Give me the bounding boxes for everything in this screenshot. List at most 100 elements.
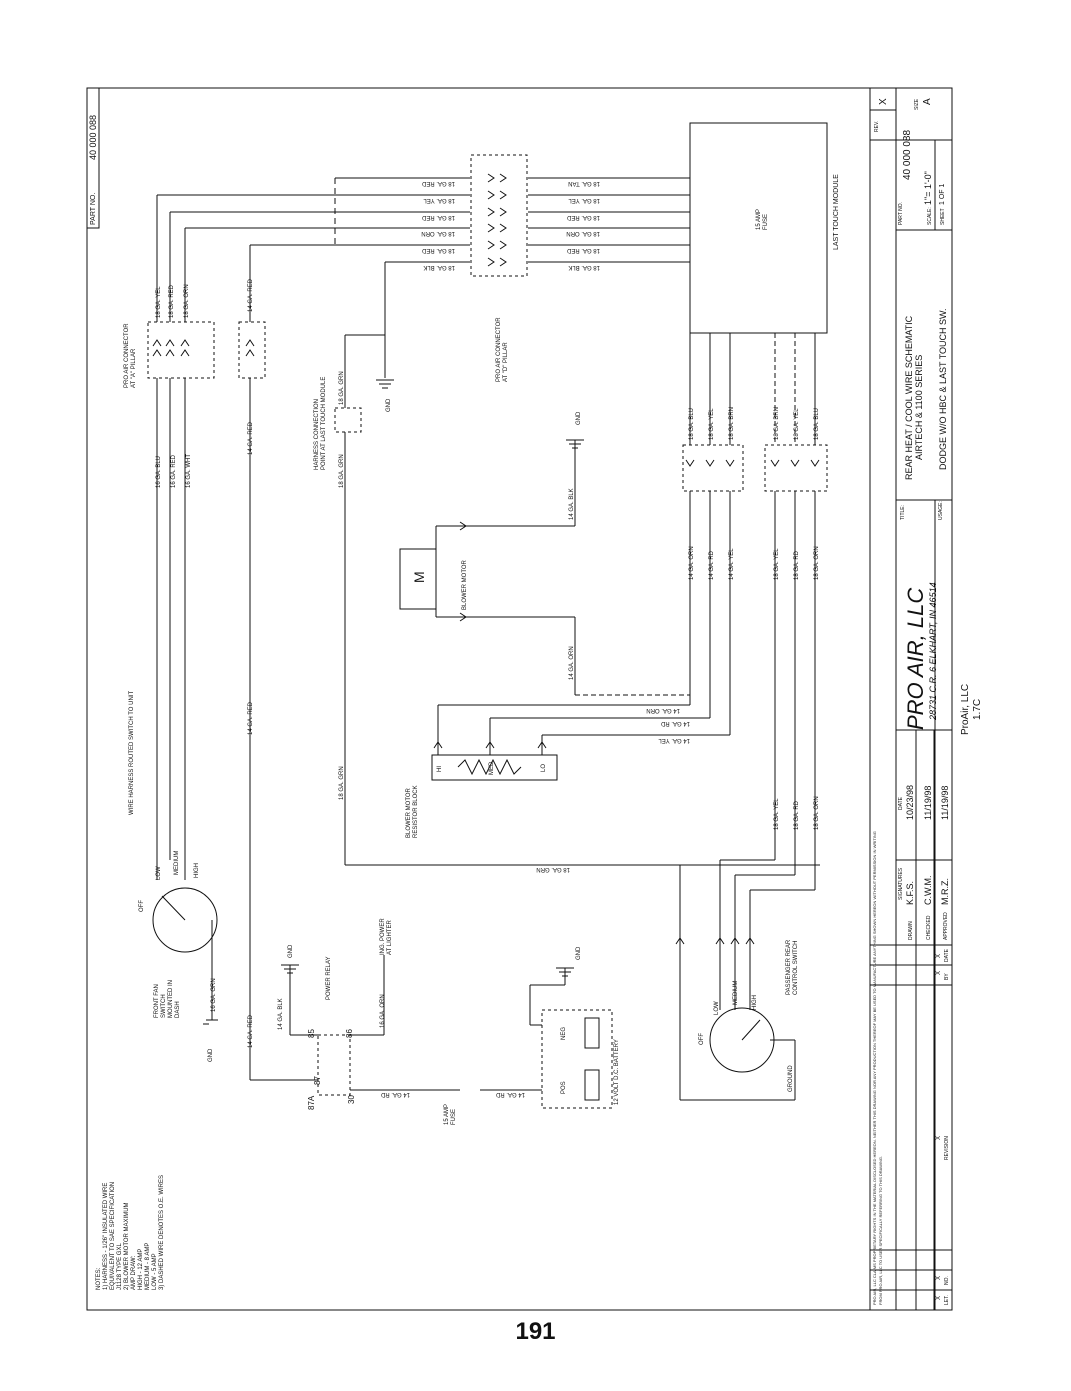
inline-fuse-label-1: 15 AMP xyxy=(444,1104,450,1125)
resistor-block xyxy=(431,754,558,781)
power-relay-label: POWER RELAY xyxy=(326,956,332,1000)
wire-label: 18 GA. YEL xyxy=(709,408,715,440)
company-address: 28731 C.R. 6 ELKHART, IN 46514 xyxy=(928,582,938,721)
signature-header: SIGNATURES xyxy=(898,867,904,900)
last-touch-module-label: LAST TOUCH MODULE xyxy=(833,174,840,250)
front-switch-low: LOW xyxy=(156,866,162,880)
front-switch-label-3: MOUNTED IN xyxy=(168,980,174,1018)
wire-label: 14 GA. RD xyxy=(660,720,690,726)
wire-label: 14 GA. RD xyxy=(380,1091,410,1097)
wire-label: 18 GA. BLU xyxy=(689,408,695,440)
rear-switch-label-1: PASSENGER REAR xyxy=(786,939,792,995)
wire-label: 16 GA. GRN xyxy=(211,978,217,1012)
page-number: 191 xyxy=(515,1318,556,1345)
wire-label: 14 GA. YEL xyxy=(729,548,735,580)
part-no-box xyxy=(86,87,100,229)
wire-label: 14 GA. RD xyxy=(709,550,715,580)
part-no-label: PART NO. xyxy=(90,193,97,225)
front-switch-medium: MEDIUM xyxy=(174,851,180,875)
rear-switch-low: LOW xyxy=(714,1001,720,1015)
wire-label: 18 GA. ORN xyxy=(566,230,600,236)
wire-label: 18 GA. GRN xyxy=(339,766,345,800)
scale-label: SCALE: xyxy=(927,207,933,225)
wire-label: 18 GA. RED xyxy=(169,284,175,318)
wire-label: 18 GA. ORN xyxy=(421,230,455,236)
size-label: SIZE xyxy=(914,98,920,110)
sig-name: C.W.M. xyxy=(923,876,933,906)
module-fuse-label-2: FUSE xyxy=(763,214,769,230)
blower-motor-label: BLOWER MOTOR xyxy=(462,559,468,610)
rev-value: X xyxy=(878,98,889,105)
resistor-tap-med: MED xyxy=(489,761,495,775)
sig-role: DRAWN xyxy=(908,921,914,940)
note-line: 3) DASHED WIRE DENOTES O.E. WIRES xyxy=(159,1175,165,1290)
wire-label: 18 GA. BLK xyxy=(568,264,600,270)
size-value: A xyxy=(922,98,933,105)
wire-label: 18 GA. BRN xyxy=(774,407,780,440)
d-pillar-label-2: AT "D" PILLAR xyxy=(503,342,509,382)
wire-label: 18 GA. RED xyxy=(421,180,455,186)
relay-pin: 87 xyxy=(313,1076,322,1085)
relay-pin: 85 xyxy=(307,1029,316,1038)
rev-cell: X xyxy=(936,971,942,975)
harness-connection-label-1: HARNESS CONNECTION xyxy=(314,399,320,470)
rev-header: REVISION xyxy=(944,1136,950,1160)
rear-switch-medium: MEDIUM xyxy=(733,981,739,1005)
note-line: AMP DRAW: xyxy=(131,1255,137,1290)
disclaimer-line-1: PRO AIR, LLC CLAIMS PROPRIETARY RIGHTS I… xyxy=(872,831,877,1305)
sheet-label: SHEET xyxy=(940,208,946,225)
d-pillar-label-1: PRO AIR CONNECTOR xyxy=(496,317,502,382)
rear-switch-label-2: CONTROL SWITCH xyxy=(793,941,799,995)
wire-label: 14 GA. RD xyxy=(495,1091,525,1097)
wire-label: 18 GA. ORN xyxy=(184,284,190,318)
harness-connection-box xyxy=(334,407,362,433)
wire-label: 18 GA. YEL xyxy=(568,197,600,203)
wire-label: 18 GA. YEL xyxy=(423,197,455,203)
rev-cell: X xyxy=(936,1296,942,1300)
rev-header: NO. xyxy=(944,1276,950,1285)
sig-name: K.F.S. xyxy=(905,881,915,905)
wire-label: 18 GA. GRN xyxy=(536,866,570,872)
a-pillar-label-1: PRO AIR CONNECTOR xyxy=(124,323,130,388)
scale-value: 1"= 1'-0" xyxy=(923,171,933,205)
sig-role: APPROVED xyxy=(943,912,949,940)
rear-switch-high: HIGH xyxy=(752,995,758,1010)
wire-label: 14 GA. ORN xyxy=(569,646,575,680)
blower-motor xyxy=(399,548,437,610)
usage-value: DODGE W/O HBC & LAST TOUCH SW. xyxy=(938,308,948,470)
drawing-frame xyxy=(86,87,953,1311)
usage-label: USAGE: xyxy=(938,501,944,520)
pro-air-connector-d-pillar xyxy=(470,154,528,277)
wire-label: 14 GA. RED xyxy=(248,421,254,455)
relay-pin: 86 xyxy=(345,1029,354,1038)
gnd-label: GND xyxy=(576,411,582,425)
wire-label: 16 GA. ORN xyxy=(380,994,386,1028)
rev-header: DATE xyxy=(944,948,950,962)
front-fan-switch xyxy=(152,887,218,953)
battery-cell xyxy=(584,1017,600,1049)
rev-cell: X xyxy=(936,954,942,958)
note-line: EQUIVALENT TO SAE SPECIFICATION xyxy=(110,1182,116,1290)
wire-label: 18 GA. BLU xyxy=(814,408,820,440)
ing-power-label-1: ING. POWER xyxy=(380,918,386,955)
rev-header: LET. xyxy=(944,1295,950,1305)
resistor-label-1: BLOWER MOTOR xyxy=(406,787,412,838)
company-name: PRO AIR, LLC xyxy=(903,588,928,730)
rear-switch-off: OFF xyxy=(699,1033,705,1045)
wire-label: 14 GA. YEL xyxy=(658,737,690,743)
wire-label: 18 GA. YEL xyxy=(774,798,780,830)
inline-fuse-label-2: FUSE xyxy=(451,1109,457,1125)
wire-label: 18 GA. RED xyxy=(421,214,455,220)
battery-neg: NEG xyxy=(561,1027,567,1040)
gnd-label: GND xyxy=(288,944,294,958)
rear-switch-ground: GROUND xyxy=(788,1065,794,1092)
wire-label: 18 GA. ORN xyxy=(814,546,820,580)
power-relay xyxy=(317,1034,351,1096)
harness-connection-label-2: POINT AT LAST TOUCH MODULE xyxy=(321,377,327,470)
sig-name: M.R.Z. xyxy=(940,878,950,905)
relay-pin: 30 xyxy=(347,1095,356,1104)
battery-cell xyxy=(584,1069,600,1101)
a-pillar-label-2: AT "A" PILLAR xyxy=(131,348,137,388)
